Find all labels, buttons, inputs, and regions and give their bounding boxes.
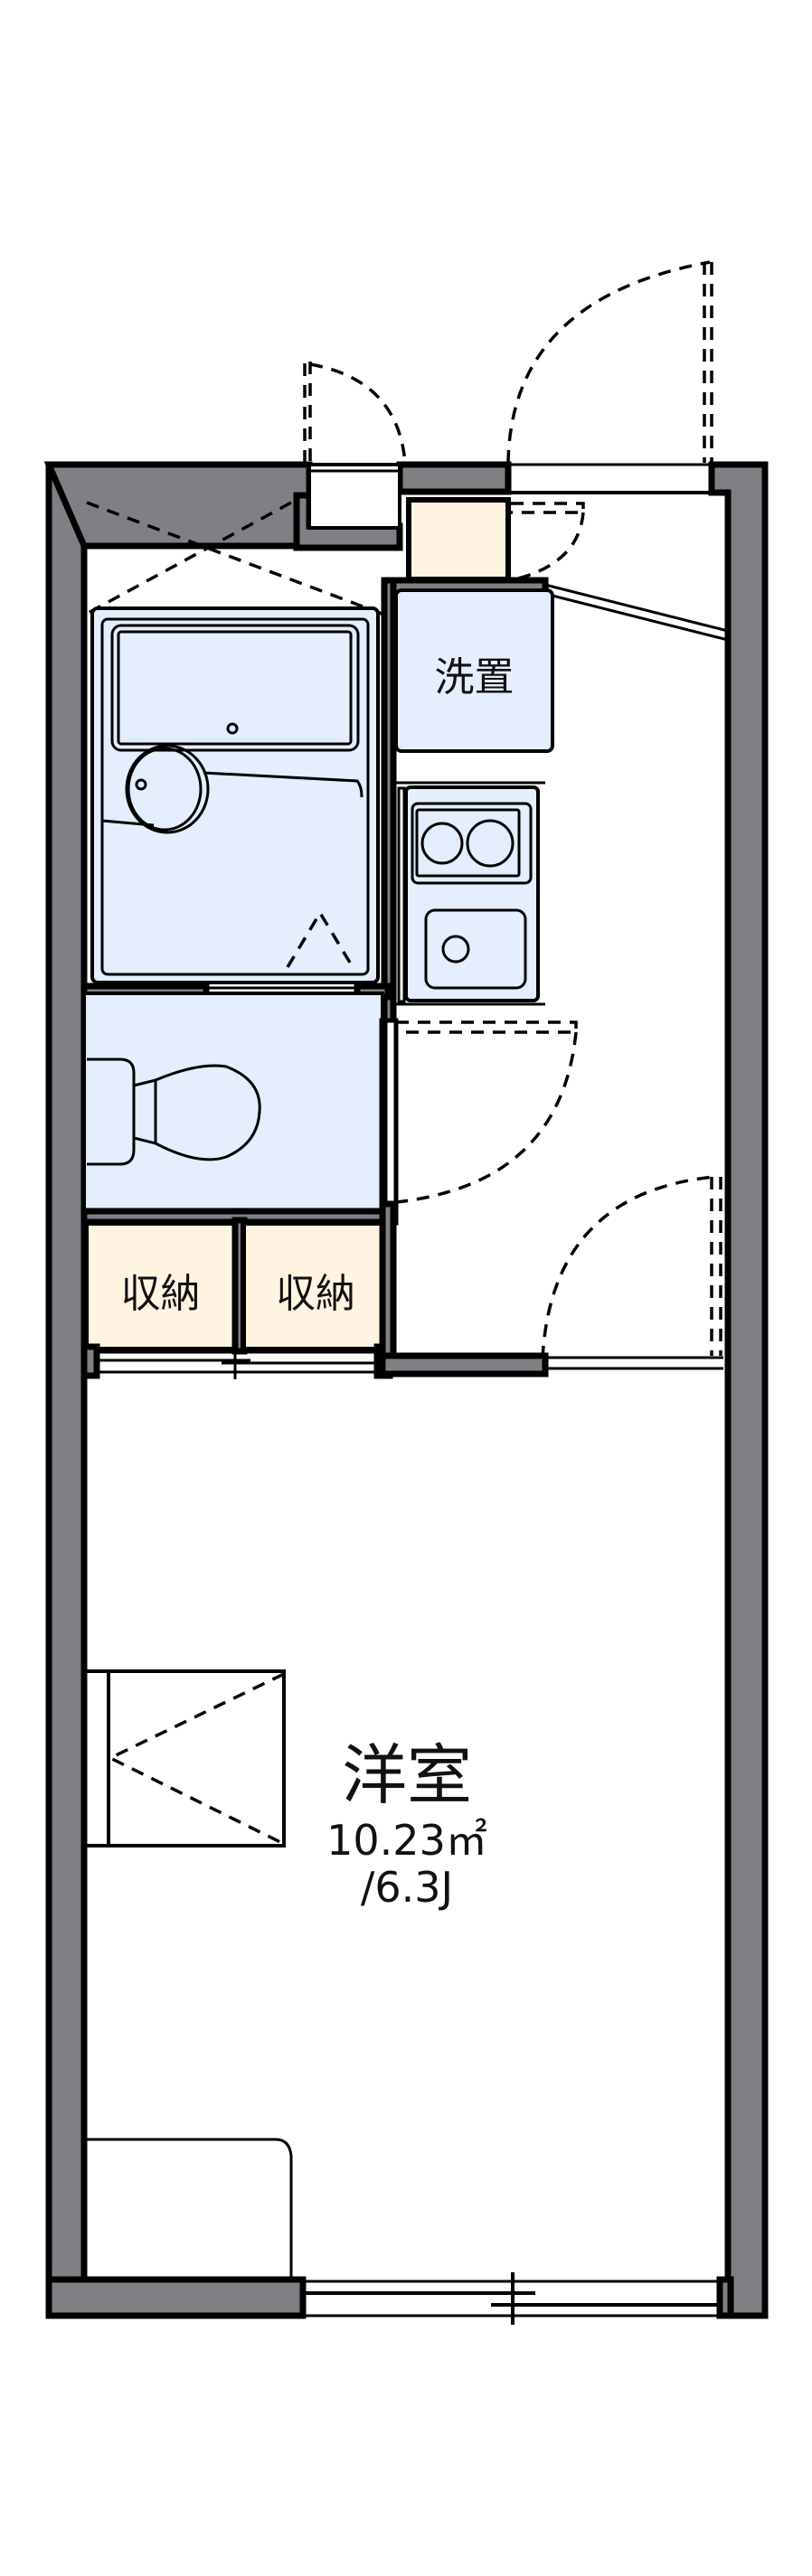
room-desk	[84, 2138, 293, 2281]
room-shelf	[82, 1669, 286, 1847]
toilet-door-frame	[384, 1020, 397, 1204]
shoebox	[406, 497, 511, 582]
closet-left-label: 収納	[120, 1271, 201, 1317]
stove-burner-right	[466, 819, 515, 868]
small-window-swing	[303, 362, 407, 464]
hall-bottom-wall	[379, 1200, 723, 1377]
closet-left	[83, 1220, 238, 1352]
washer-space	[394, 588, 554, 753]
shoebox-door-swing	[510, 512, 585, 582]
western-room-label-group: 洋室 10.23㎡ /6.3J	[271, 1722, 543, 1911]
kitchen-sink	[424, 908, 527, 990]
room-tatami: /6.3J	[360, 1863, 454, 1912]
room-door	[541, 1175, 722, 1359]
stove-burner-left	[420, 822, 464, 865]
closet-right-label: 収納	[276, 1271, 355, 1317]
shoebox-door	[511, 502, 585, 514]
hall-diagonal	[544, 583, 729, 642]
entrance-door	[506, 260, 713, 464]
toilet-room	[82, 992, 384, 1212]
bottom-sliding-window	[303, 2272, 734, 2325]
entrance-frame	[508, 463, 728, 494]
kitchen	[396, 781, 545, 1006]
unit-bath	[90, 606, 380, 984]
washer-space-label: 洗置	[434, 654, 515, 700]
room-area: 10.23㎡	[326, 1816, 487, 1865]
sink-drain	[441, 935, 470, 964]
room-name: 洋室	[341, 1737, 472, 1813]
toilet-door	[395, 1020, 578, 1204]
small-window-top	[307, 463, 401, 530]
bath-anteroom-x	[84, 501, 385, 616]
outer-walls	[43, 461, 769, 2319]
